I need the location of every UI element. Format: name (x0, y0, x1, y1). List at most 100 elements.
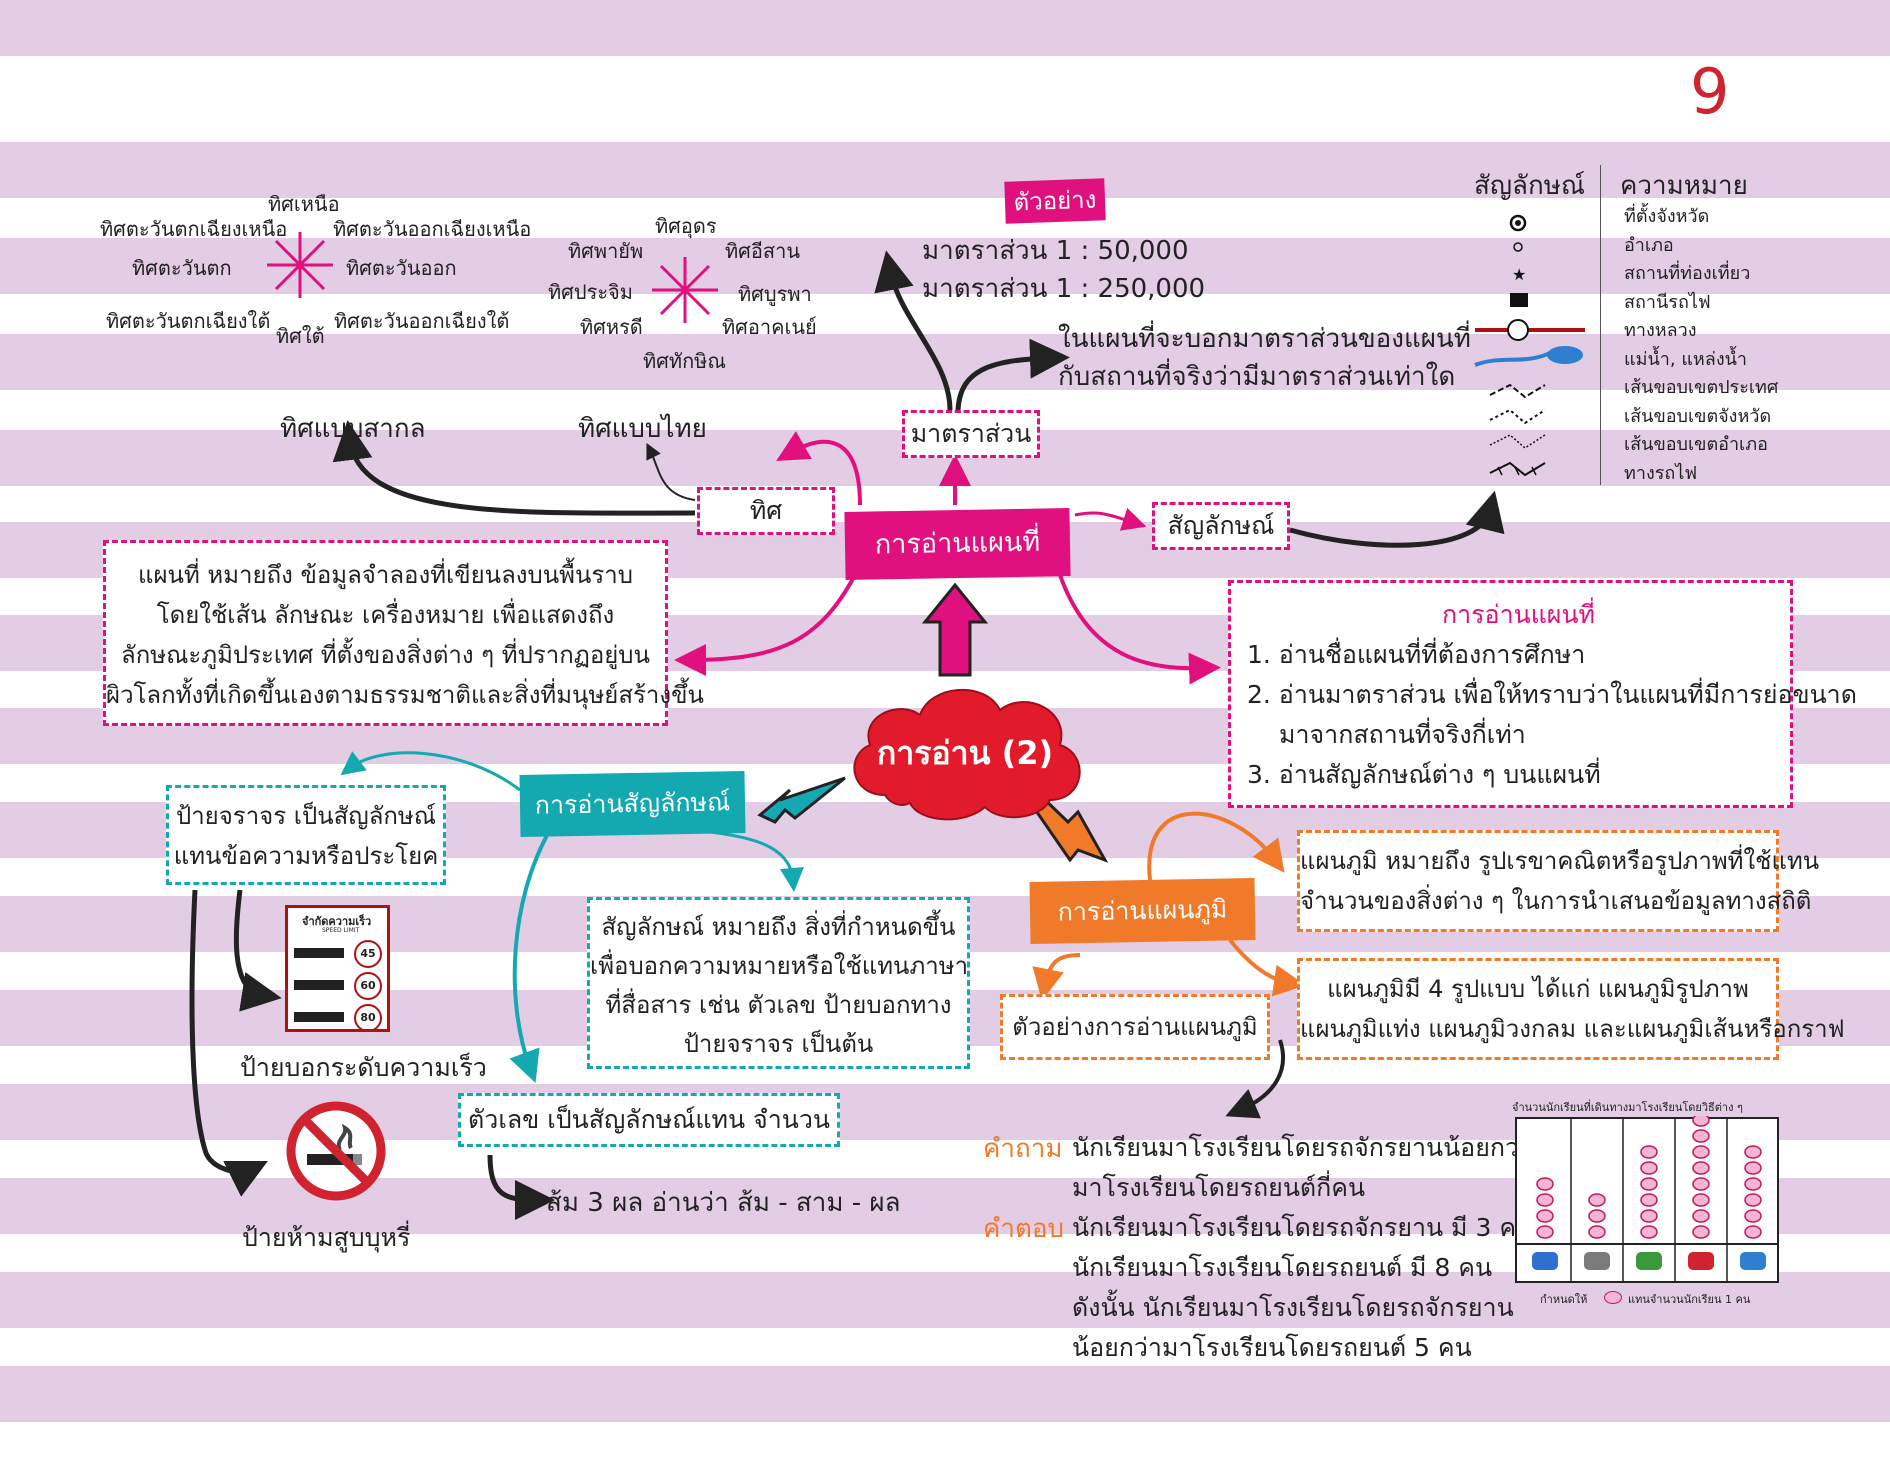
chart-marker (1640, 1193, 1658, 1207)
river-icon (1474, 346, 1583, 367)
scale-example-1: มาตราส่วน 1 : 50,000 (922, 236, 1189, 266)
chart-marker (1744, 1193, 1762, 1207)
page-number: 9 (1690, 55, 1730, 128)
chart-marker (1744, 1177, 1762, 1191)
chart-marker (1536, 1209, 1554, 1223)
compass-rose-icon (267, 232, 333, 298)
walk-icon (1532, 1252, 1558, 1270)
chart-types-box: แผนภูมิมี 4 รูปแบบ ได้แก่ แผนภูมิรูปภาพ … (1297, 958, 1845, 1060)
chart-marker (1692, 1145, 1710, 1159)
speed-limit-1: 45 (354, 940, 382, 968)
map-definition-box: แผนที่ หมายถึง ข้อมูลจำลองที่เขียนลงบนพื… (103, 540, 704, 726)
country-border-icon (1489, 383, 1546, 399)
dir-n: ทิศอุดร (655, 214, 717, 238)
scale-examples: มาตราส่วน 1 : 50,000 มาตราส่วน 1 : 250,0… (922, 232, 1205, 308)
dir-w: ทิศตะวันตก (132, 256, 232, 280)
chart-marker (1692, 1129, 1710, 1143)
chart-reading-banner: การอ่านแผนภูมิ (1029, 878, 1256, 944)
scale-example-2: มาตราส่วน 1 : 250,000 (922, 274, 1206, 304)
chart-title: จำนวนนักเรียนที่เดินทางมาโรงเรียนโดยวิธี… (1512, 1101, 1743, 1114)
dir-sw: ทิศตะวันตกเฉียงใต้ (106, 309, 271, 333)
speed-limit-3: 80 (354, 1004, 382, 1032)
chart-marker (1692, 1225, 1710, 1239)
train-station-icon (1510, 293, 1528, 307)
chart-footnote-prefix: กำหนดให้ (1540, 1293, 1588, 1306)
attraction-icon: ★ (1512, 265, 1526, 284)
chart-marker (1744, 1225, 1762, 1239)
legend-meanings: ที่ตั้งจังหวัด อำเภอ สถานที่ท่องเที่ยว ส… (1624, 206, 1779, 484)
motorcycle-icon (1636, 1252, 1662, 1270)
chart-marker (1588, 1225, 1606, 1239)
number-symbol-box: ตัวเลข เป็นสัญลักษณ์แทน จำนวน (458, 1093, 840, 1147)
chart-marker (1536, 1225, 1554, 1239)
chart-marker (1692, 1209, 1710, 1223)
question-text: นักเรียนมาโรงเรียนโดยรถจักรยานน้อยกว่า ม… (1072, 1133, 1534, 1202)
chart-marker (1588, 1193, 1606, 1207)
vehicle-icon (294, 948, 344, 958)
dir-se: ทิศตะวันออกเฉียงใต้ (334, 309, 510, 333)
dir-s: ทิศทักษิณ (643, 349, 726, 373)
chart-marker (1640, 1177, 1658, 1191)
steps-title: การอ่านแผนที่ (1441, 600, 1596, 629)
truck-icon (294, 980, 344, 990)
dir-sw: ทิศหรดี (580, 315, 643, 339)
legend-symbol-header: สัญลักษณ์ (1474, 171, 1585, 201)
car-icon (1688, 1252, 1714, 1270)
legend-symbols: ★ (1474, 214, 1585, 477)
answer-text: นักเรียนมาโรงเรียนโดยรถจักรยาน มี 3 คน น… (1072, 1213, 1534, 1362)
chart-marker (1536, 1193, 1554, 1207)
speed-sign-subtitle: SPEED LIMIT (322, 927, 360, 934)
answer-label: คำตอบ (983, 1214, 1064, 1244)
chart-marker (1692, 1116, 1710, 1127)
chart-marker (1744, 1161, 1762, 1175)
chart-example-box: ตัวอย่างการอ่านแผนภูมิ (1000, 994, 1270, 1060)
speed-sign-caption: ป้ายบอกระดับความเร็ว (240, 1053, 487, 1082)
scale-description: ในแผนที่จะบอกมาตราส่วนของแผนที่ กับสถานท… (1058, 324, 1471, 392)
symbol-definition-box: สัญลักษณ์ หมายถึง สิ่งที่กำหนดขึ้น เพื่อ… (587, 897, 970, 1069)
chart-marker (1744, 1145, 1762, 1159)
intl-direction-label: ทิศแบบสากล (280, 414, 426, 444)
chart-marker (1692, 1161, 1710, 1175)
dir-e: ทิศตะวันออก (346, 256, 457, 280)
dir-nw: ทิศตะวันตกเฉียงเหนือ (100, 217, 288, 241)
dir-nw: ทิศพายัพ (568, 239, 644, 263)
traffic-sign-box: ป้ายจราจร เป็นสัญลักษณ์ แทนข้อความหรือปร… (166, 785, 446, 885)
map-reading-steps-box: การอ่านแผนที่ 1. อ่านชื่อแผนที่ที่ต้องกา… (1228, 580, 1857, 808)
highway-icon (1475, 319, 1585, 341)
chart-marker (1640, 1145, 1658, 1159)
chart-marker (1640, 1225, 1658, 1239)
symbol-box: สัญลักษณ์ (1152, 502, 1290, 550)
province-border-icon (1489, 408, 1546, 425)
dir-ne: ทิศอีสาน (725, 239, 800, 263)
symbol-reading-banner: การอ่านสัญลักษณ์ (519, 771, 746, 837)
dir-s: ทิศใต้ (276, 324, 325, 348)
speed-limit-2: 60 (354, 972, 382, 1000)
district-icon (1513, 242, 1523, 252)
car-icon (294, 1012, 344, 1022)
legend-meaning-header: ความหมาย (1620, 171, 1748, 201)
chart-footnote-marker (1604, 1291, 1622, 1304)
direction-box: ทิศ (697, 487, 835, 535)
dir-n: ทิศเหนือ (268, 192, 340, 216)
chart-marker (1536, 1177, 1554, 1191)
no-smoking-caption: ป้ายห้ามสูบบุหรี่ (242, 1223, 411, 1252)
bus-icon (1740, 1252, 1766, 1270)
chart-marker (1692, 1193, 1710, 1207)
center-title: การอ่าน (2) (876, 734, 1054, 772)
scale-box: มาตราส่วน (902, 410, 1040, 458)
chart-marker (1588, 1209, 1606, 1223)
chart-marker (1640, 1209, 1658, 1223)
chart-marker (1744, 1209, 1762, 1223)
example-tag: ตัวอย่าง (1004, 178, 1106, 224)
dir-se: ทิศอาคเนย์ (722, 315, 817, 339)
district-border-icon (1489, 434, 1546, 449)
chart-marker (1692, 1177, 1710, 1191)
chart-definition-box: แผนภูมิ หมายถึง รูปเรขาคณิตหรือรูปภาพที่… (1297, 830, 1819, 932)
legend-divider (1600, 165, 1601, 485)
speed-sign-title: จำกัดความเร็ว (302, 915, 372, 928)
dir-ne: ทิศตะวันออกเฉียงเหนือ (333, 217, 532, 241)
chart-footnote-suffix: แทนจำนวนนักเรียน 1 คน (1628, 1293, 1751, 1306)
number-example: ส้ม 3 ผล อ่านว่า ส้ม - สาม - ผล (546, 1188, 901, 1218)
no-smoking-icon (286, 1101, 386, 1201)
